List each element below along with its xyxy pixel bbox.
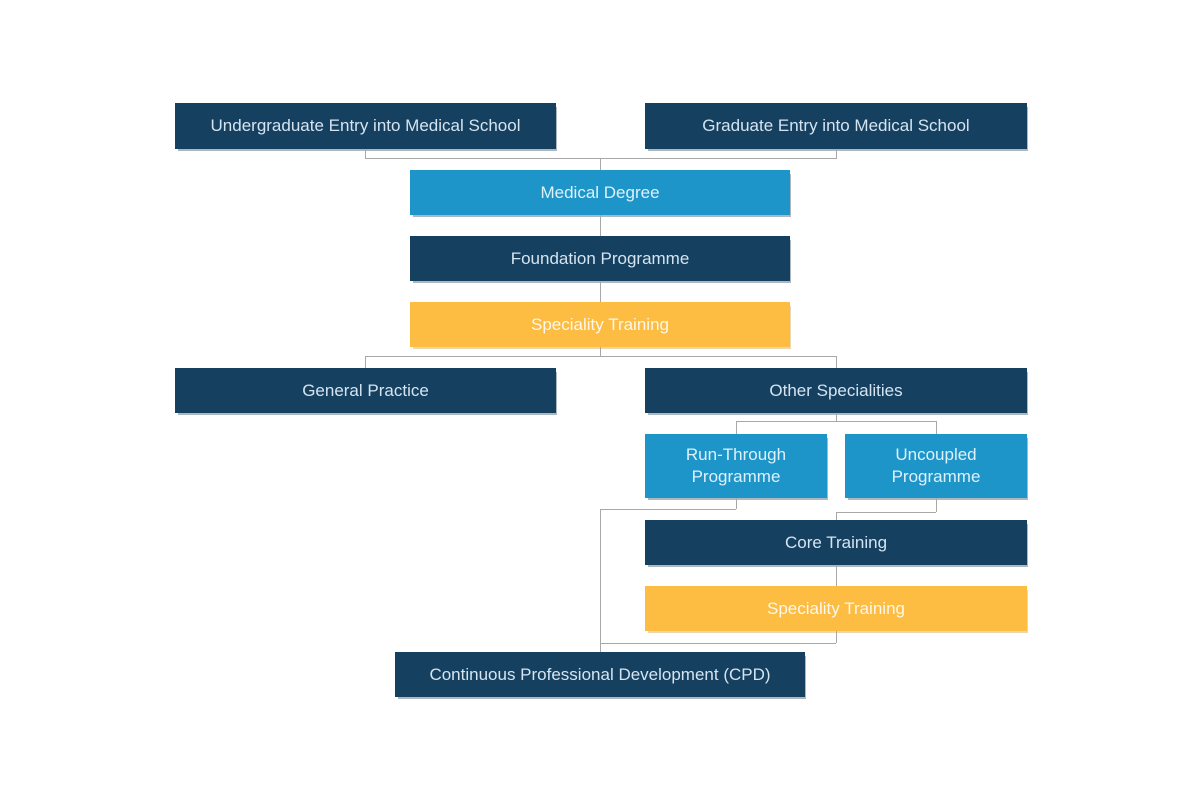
connector-line (600, 347, 601, 356)
connector-line (736, 421, 936, 422)
connector-line (836, 413, 837, 421)
connector-line (736, 421, 737, 434)
node-medical-degree: Medical Degree (410, 170, 790, 215)
connector-line (600, 643, 836, 644)
node-speciality-training-1: Speciality Training (410, 302, 790, 347)
connector-line (365, 356, 837, 357)
connector-line (600, 215, 601, 236)
connector-line (736, 498, 737, 509)
connector-line (836, 565, 837, 586)
node-other-specialities: Other Specialities (645, 368, 1027, 413)
connector-line (365, 149, 366, 158)
connector-line (600, 509, 736, 510)
node-general-practice: General Practice (175, 368, 556, 413)
connector-line (600, 158, 601, 170)
connector-line (600, 643, 601, 652)
node-speciality-training-2: Speciality Training (645, 586, 1027, 631)
connector-line (836, 631, 837, 643)
node-graduate-entry: Graduate Entry into Medical School (645, 103, 1027, 149)
node-core-training: Core Training (645, 520, 1027, 565)
connector-line (936, 421, 937, 434)
connector-line (836, 512, 837, 520)
connector-line (936, 498, 937, 512)
connector-line (600, 281, 601, 302)
node-undergraduate-entry: Undergraduate Entry into Medical School (175, 103, 556, 149)
node-run-through-programme: Run-Through Programme (645, 434, 827, 498)
connector-line (836, 512, 936, 513)
connector-line (836, 356, 837, 368)
connector-line (836, 149, 837, 158)
connector-line (365, 158, 837, 159)
connector-line (600, 509, 601, 643)
node-uncoupled-programme: Uncoupled Programme (845, 434, 1027, 498)
node-foundation-programme: Foundation Programme (410, 236, 790, 281)
connector-line (365, 356, 366, 368)
node-cpd: Continuous Professional Development (CPD… (395, 652, 805, 697)
